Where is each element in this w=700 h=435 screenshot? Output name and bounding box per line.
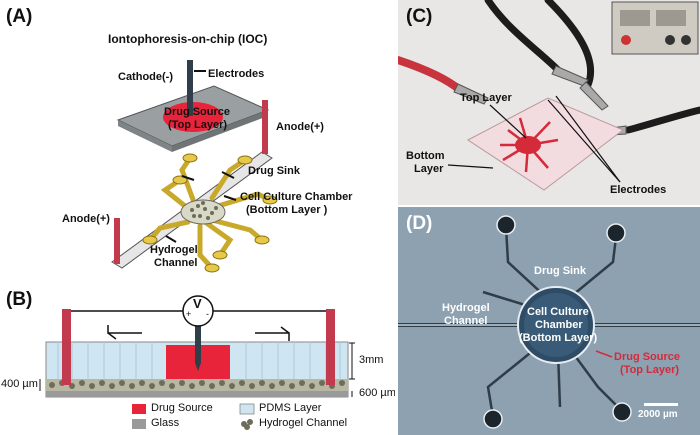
- photo-drawing: [398, 0, 700, 191]
- legend-hydrogel-channel: Hydrogel Channel: [259, 417, 348, 429]
- flow-arrow-left-icon: [107, 325, 142, 340]
- anode-right-electrode: [262, 100, 268, 154]
- dimension-3mm: 3mm: [359, 354, 384, 366]
- drug-source-micrograph-label: Drug Source: [614, 351, 681, 363]
- drug-source-micrograph-sublabel: (Top Layer): [620, 364, 680, 376]
- reservoir-wells: [483, 215, 632, 429]
- chamber-label: Cell Culture Chamber: [240, 191, 353, 203]
- chip-photo: [467, 97, 624, 191]
- panel-d-micrograph: (D) Drug Sink Hydrogel Channel Cell Cult…: [398, 207, 700, 435]
- legend-drug-source: Drug Source: [151, 402, 213, 414]
- hydrogel-micrograph-sublabel: Channel: [444, 315, 488, 327]
- drug-sink-micrograph-label: Drug Sink: [534, 265, 586, 277]
- legend-swatch-hydrogel: [241, 419, 253, 430]
- hydrogel-sublabel: Channel: [154, 257, 198, 269]
- voltmeter-minus: -: [206, 309, 209, 319]
- chamber-cells: [190, 201, 218, 220]
- chamber-micrograph-sublabel-2: (Bottom Layer): [519, 332, 598, 344]
- anode-right-label: Anode(+): [276, 121, 324, 133]
- legend-swatch-drug-source: [132, 404, 146, 414]
- voltmeter-label: V: [193, 296, 202, 311]
- legend-pdms-layer: PDMS Layer: [259, 402, 322, 414]
- voltmeter-plus: +: [186, 309, 192, 319]
- dimension-400um: 400 µm: [1, 378, 38, 390]
- panel-c-label: (C): [406, 6, 433, 27]
- chamber-sublabel: (Bottom Layer ): [246, 204, 328, 216]
- hydrogel-label: Hydrogel: [150, 244, 198, 256]
- micrograph-drawing: [398, 207, 700, 435]
- anode-left-label: Anode(+): [62, 213, 110, 225]
- chip-drawing: [111, 60, 278, 273]
- drug-source-sublabel: (Top Layer): [168, 119, 228, 131]
- cross-section-drawing: [39, 295, 355, 430]
- bottom-layer-sublabel: Layer: [414, 163, 444, 175]
- legend-swatch-glass: [132, 419, 146, 429]
- panel-d-label: (D): [406, 213, 433, 234]
- bottom-layer-label: Bottom: [406, 150, 445, 162]
- anode-left-electrode: [114, 218, 120, 264]
- legend-glass: Glass: [151, 417, 180, 429]
- panel-a-title: Iontophoresis-on-chip (IOC): [108, 32, 268, 46]
- scale-bar: [644, 403, 678, 406]
- chamber-micrograph-sublabel: Chamber: [535, 319, 583, 331]
- anode-right-bar: [326, 309, 335, 385]
- legend-swatch-pdms: [239, 403, 255, 415]
- panel-a-iontophoresis-schematic: (A) Iontophoresis-on-chip (IOC): [0, 0, 395, 285]
- panel-a-label: (A): [6, 6, 33, 27]
- flow-arrow-right-icon: [255, 326, 290, 341]
- chamber-micrograph-label: Cell Culture: [527, 306, 589, 318]
- hydrogel-cells: [49, 380, 345, 389]
- cathode-bar: [195, 317, 201, 363]
- voltmeter-icon: [182, 295, 214, 327]
- top-layer-label: Top Layer: [460, 92, 512, 104]
- drug-sink-label: Drug Sink: [248, 165, 300, 177]
- panel-b-label: (B): [6, 289, 33, 310]
- hydrogel-micrograph-label: Hydrogel: [442, 302, 490, 314]
- electrodes-photo-label: Electrodes: [610, 184, 667, 196]
- chip-red-reservoir: [515, 136, 541, 154]
- cell-culture-chamber: [180, 199, 226, 225]
- scale-bar-label: 2000 µm: [638, 409, 678, 420]
- panel-c-device-photo: (C) Top Layer Bottom Layer Electrodes: [398, 0, 700, 205]
- anode-left-bar: [62, 309, 71, 385]
- cathode-electrode: [187, 60, 193, 116]
- drug-source-spot: [163, 102, 223, 132]
- drug-source-label: Drug Source: [164, 106, 231, 118]
- cathode-label: Cathode(-): [118, 71, 173, 83]
- drug-sink-reservoirs: [142, 153, 278, 273]
- electrode-cables: [484, 0, 700, 134]
- electrodes-label: Electrodes: [208, 68, 265, 80]
- annotation-arrows: [165, 70, 237, 243]
- dimension-600um: 600 µm: [359, 387, 395, 399]
- power-supply-inset: [611, 1, 699, 55]
- glass-layer: [46, 391, 348, 397]
- panel-b-cross-section: (B): [0, 287, 395, 435]
